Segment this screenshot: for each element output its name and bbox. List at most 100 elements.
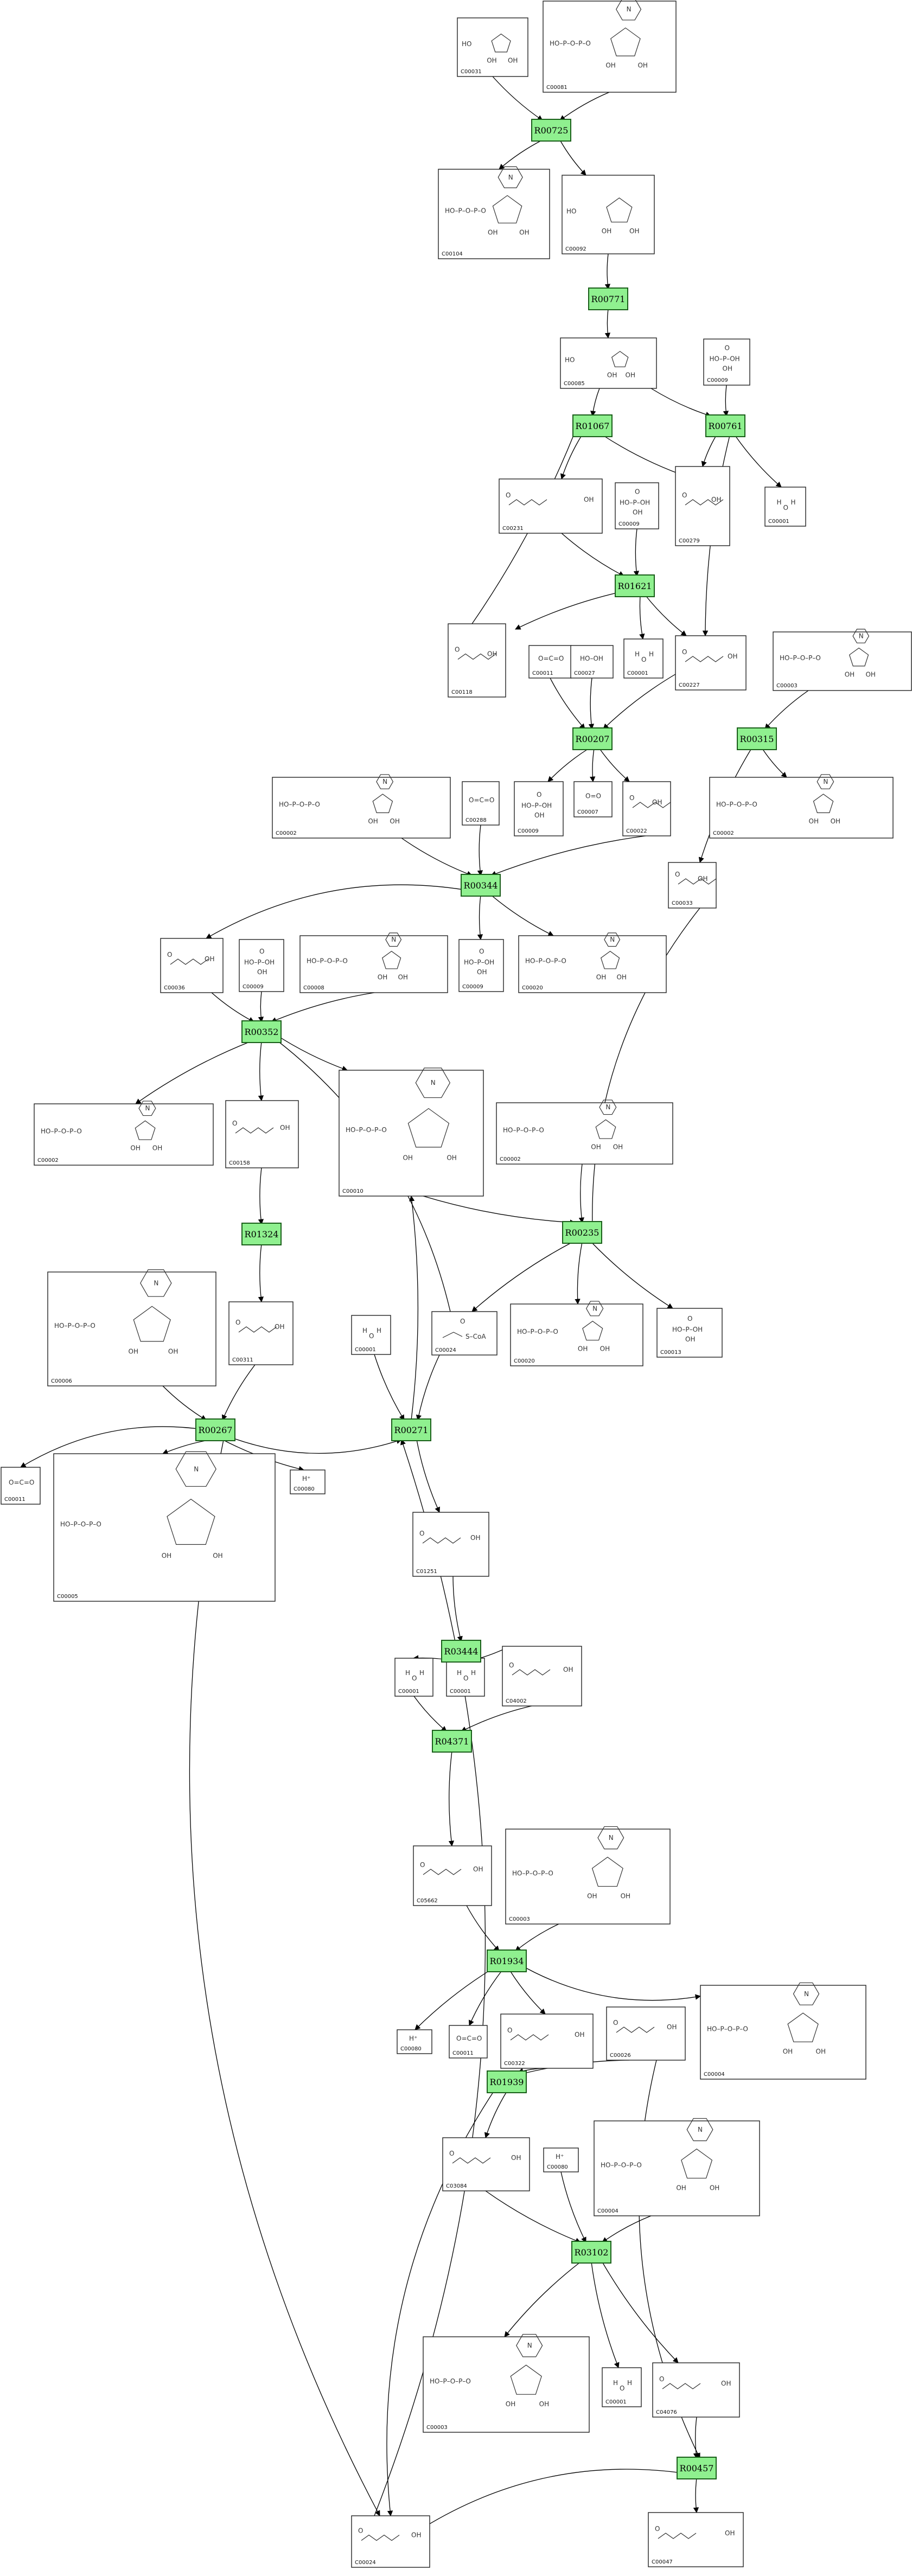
reaction-node[interactable]: R01067 xyxy=(572,414,613,437)
compound-box xyxy=(518,935,667,993)
atom-label: HO–P–OH xyxy=(464,958,494,966)
atom-label: N xyxy=(194,1465,199,1473)
compound-node[interactable]: H⁺C00080 xyxy=(290,1469,326,1494)
edge-arrow xyxy=(490,894,554,936)
reaction-node[interactable]: R00344 xyxy=(461,874,501,897)
atom-label: O xyxy=(682,491,687,499)
atom-label: OH xyxy=(783,2048,793,2055)
compound-box xyxy=(438,169,550,259)
reaction-node[interactable]: R00271 xyxy=(391,1418,431,1441)
reaction-node[interactable]: R00235 xyxy=(562,1221,602,1244)
reaction-node[interactable]: R00352 xyxy=(241,1020,282,1043)
atom-label: OH xyxy=(629,227,639,235)
reaction-node[interactable]: R00457 xyxy=(677,2457,717,2479)
reaction-node[interactable]: R01621 xyxy=(615,574,655,597)
reaction-node[interactable]: R01324 xyxy=(241,1223,282,1245)
edge-arrow xyxy=(604,253,611,290)
reaction-node[interactable]: R00267 xyxy=(195,1418,235,1441)
atom-label: HO–P–O–P–O xyxy=(279,801,320,808)
atom-label: O xyxy=(358,2527,363,2535)
reaction-node[interactable]: R00207 xyxy=(572,727,613,750)
reaction-node[interactable]: R04371 xyxy=(432,1730,472,1753)
reaction-node[interactable]: R01939 xyxy=(487,2070,527,2093)
compound-id-label: C03084 xyxy=(446,2183,467,2189)
edge-arrow xyxy=(258,1041,264,1102)
atom-label: HO–P–O–P–O xyxy=(346,1126,387,1134)
reaction-node[interactable]: R00725 xyxy=(531,119,571,142)
reaction-node[interactable]: R03444 xyxy=(441,1640,481,1663)
atom-label: OH xyxy=(368,817,378,825)
atom-label: N xyxy=(609,1834,614,1842)
edge-arrow xyxy=(645,595,687,636)
reaction-node[interactable]: R00761 xyxy=(705,414,745,437)
reaction-node[interactable]: R00771 xyxy=(588,287,628,310)
compound-id-label: C00001 xyxy=(627,670,648,676)
edge-arrow xyxy=(590,748,596,783)
reaction-node[interactable]: R01934 xyxy=(487,1949,527,1972)
compound-node[interactable]: H⁺C00080 xyxy=(543,2147,579,2172)
reaction-node[interactable]: R03102 xyxy=(571,2241,611,2264)
compound-node[interactable]: H⁺C00080 xyxy=(397,2029,432,2054)
compound-box xyxy=(615,482,659,529)
reaction-node[interactable]: R00315 xyxy=(737,727,777,750)
atom-label: HO–P–OH xyxy=(521,802,552,809)
